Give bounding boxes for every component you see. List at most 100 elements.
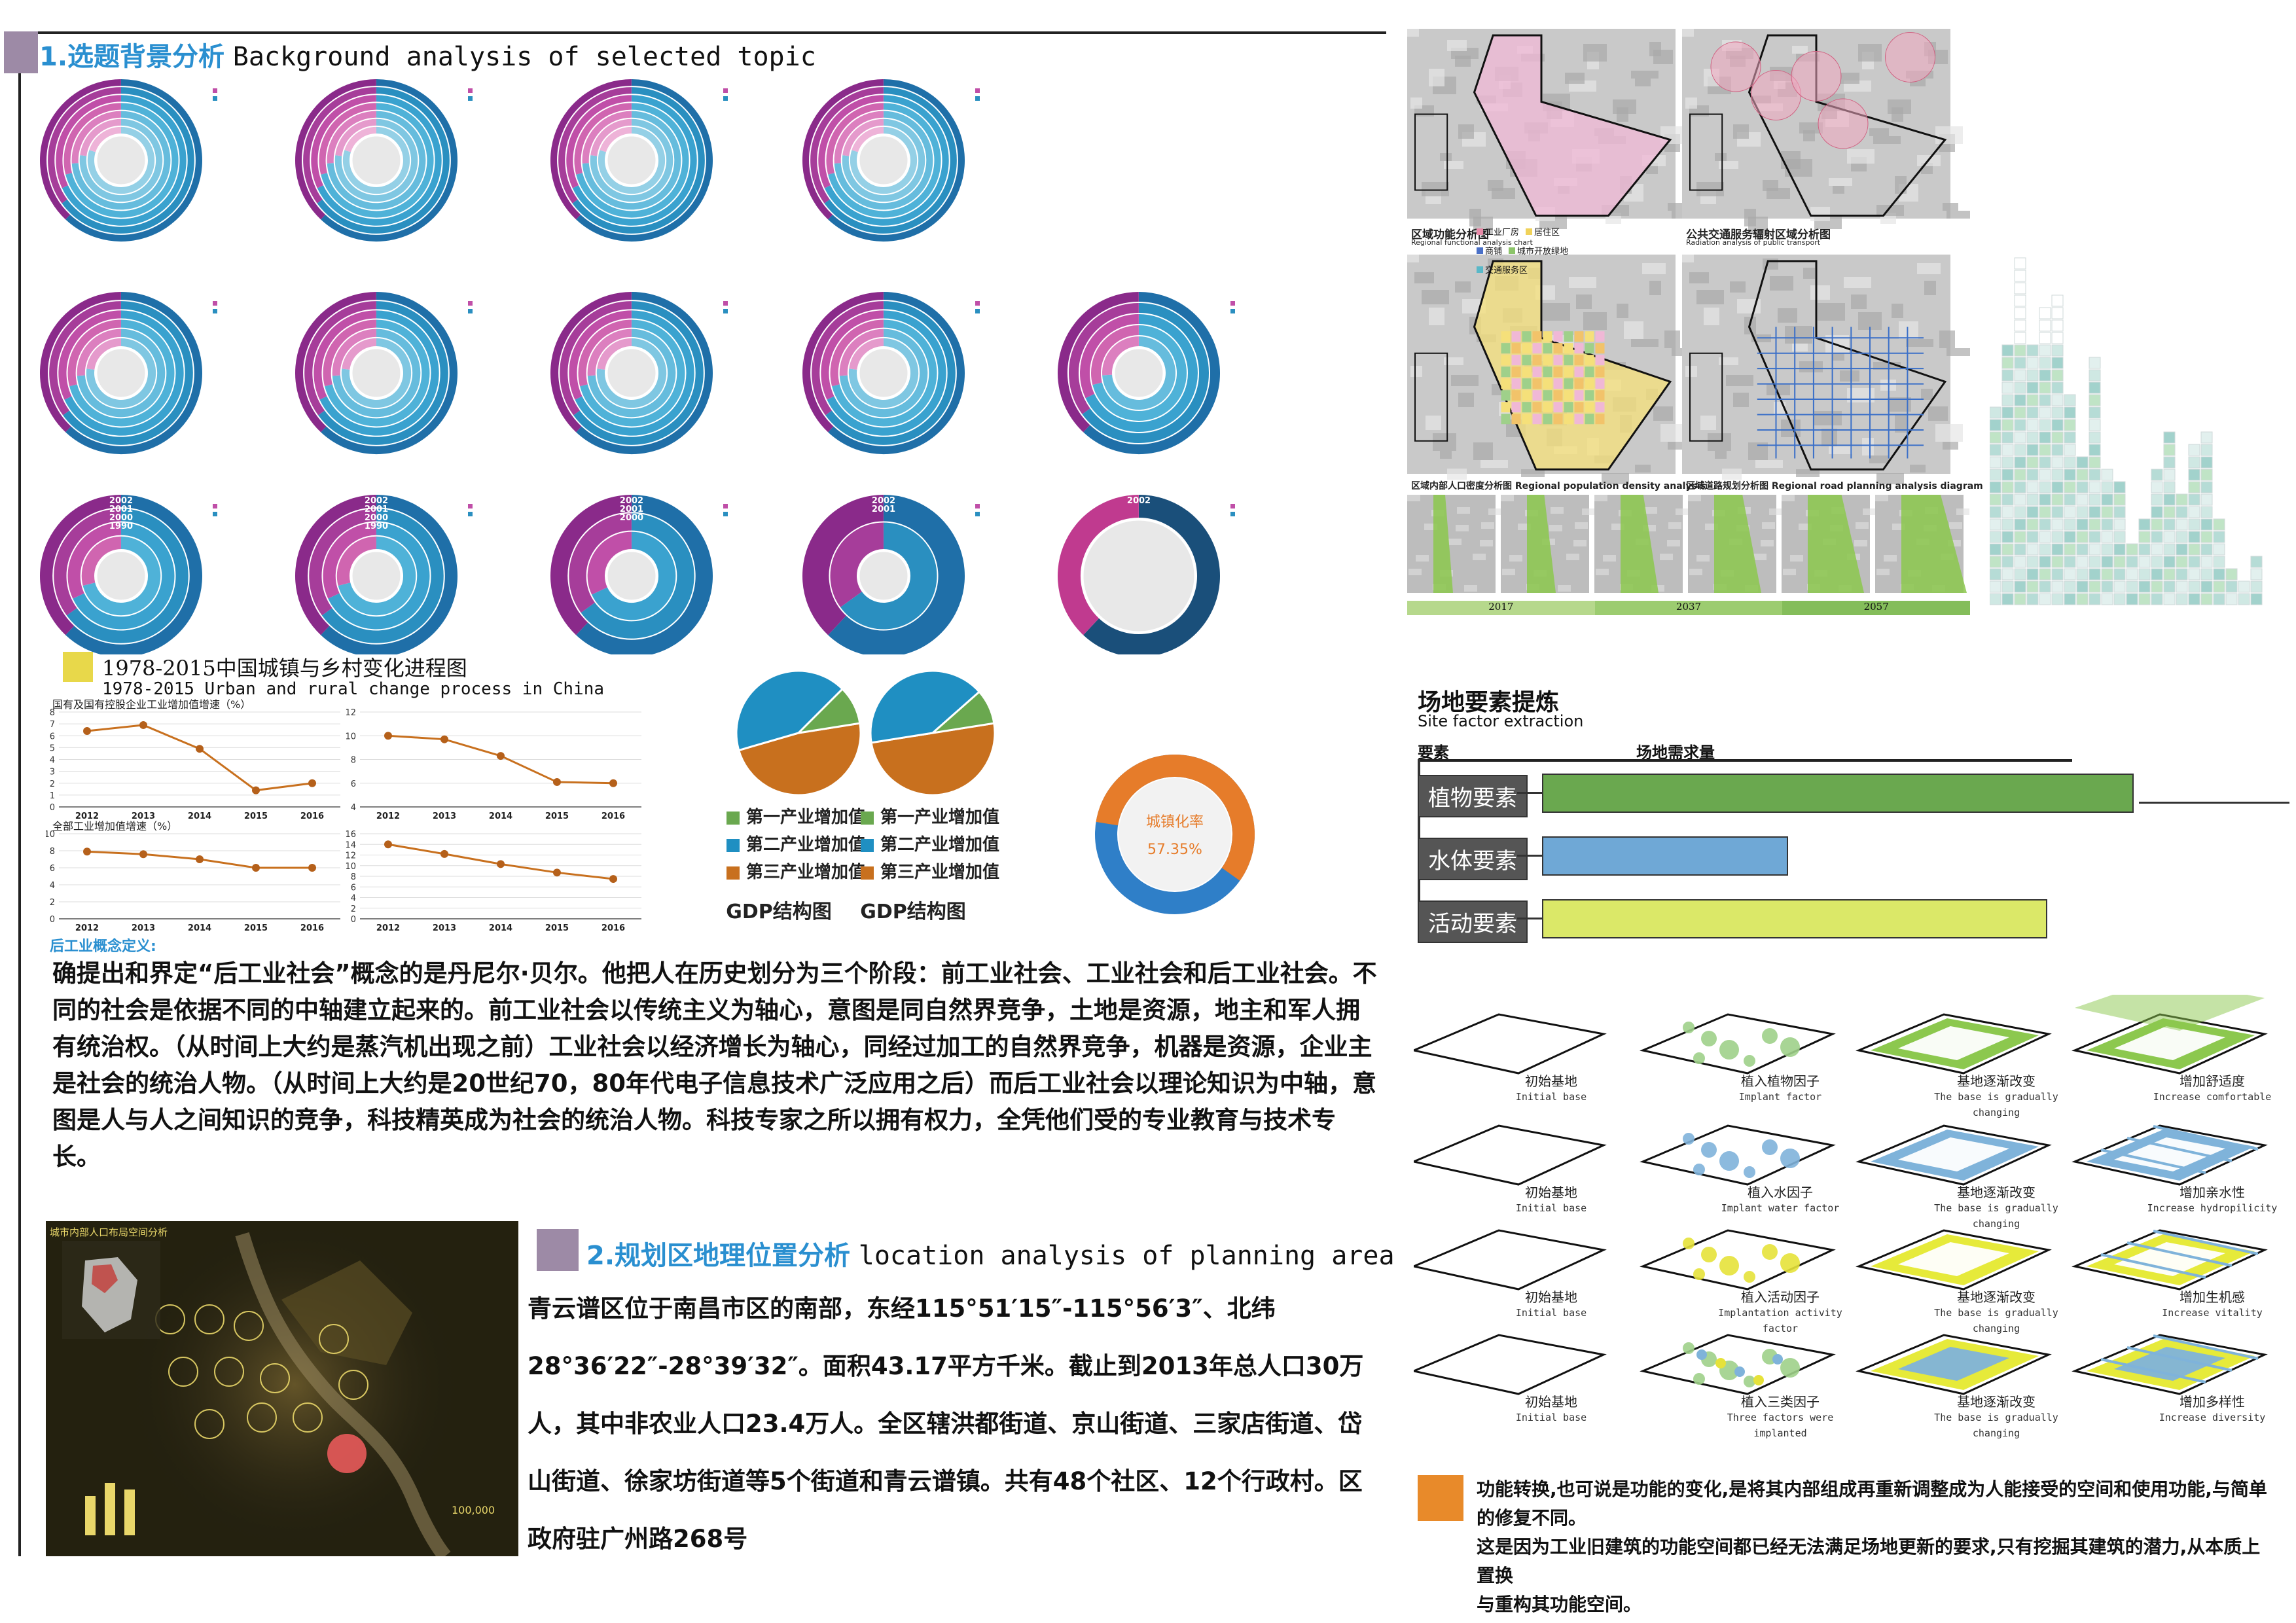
mosaic-cell	[2051, 332, 2064, 344]
aerial-block	[1543, 303, 1570, 321]
plane-caption-cn: 初始基地	[1525, 1073, 1577, 1089]
mosaic-cell	[2188, 444, 2200, 456]
density-cell	[1585, 366, 1594, 378]
ring-rural-segment	[332, 329, 377, 376]
mosaic-cell	[2089, 593, 2101, 605]
mosaic-cell	[2076, 506, 2089, 518]
aerial-block	[1668, 442, 1683, 450]
mosaic-cell	[2014, 382, 2026, 394]
factor-dot	[1744, 1271, 1755, 1283]
aerial-block	[1642, 263, 1666, 274]
plane-caption-en: The base is gradually changing	[1934, 1202, 2058, 1230]
aerial-caption-1-en: Regional functional analysis chart	[1411, 238, 1533, 247]
mosaic-cell	[2089, 506, 2101, 518]
ring-urban-segment	[576, 103, 689, 218]
ring-legend-swatch	[975, 96, 980, 101]
ring-rural-segment	[80, 118, 122, 156]
timeline-block	[1668, 522, 1681, 529]
mosaic-cell	[2014, 543, 2026, 556]
mosaic-cell	[2014, 257, 2026, 270]
mosaic-cell	[2026, 369, 2039, 382]
aerial-block	[1943, 442, 1958, 450]
aerial-block	[1892, 304, 1903, 318]
mosaic-cell	[2001, 556, 2014, 568]
mosaic-cell	[2051, 444, 2064, 456]
mosaic-cell	[1990, 444, 2001, 456]
plane-grid-line	[2126, 1137, 2233, 1162]
aerial-block	[1921, 389, 1933, 400]
ring-legend-swatch	[1230, 301, 1235, 306]
ring-urban-segment	[65, 291, 202, 454]
mosaic-cell	[2213, 531, 2225, 543]
density-cell	[1553, 343, 1563, 354]
mosaic-cell	[2101, 568, 2113, 580]
aerial-block	[1447, 40, 1467, 51]
ring-rural-segment	[1058, 292, 1139, 433]
factor-dot	[1693, 1268, 1705, 1280]
timeline-block	[1501, 495, 1514, 501]
aerial-block	[1704, 308, 1719, 325]
timeline-block	[1782, 495, 1795, 501]
density-cell	[1522, 355, 1532, 366]
factor-dot	[1683, 1022, 1695, 1033]
mosaic-cell	[2014, 294, 2026, 307]
timeline-block	[1551, 507, 1564, 514]
mosaic-cell	[2001, 580, 2014, 593]
plane-caption-cn: 基地逐渐改变	[1957, 1394, 2036, 1410]
density-cell	[1522, 402, 1532, 413]
plane-caption-cn: 基地逐渐改变	[1957, 1073, 2036, 1089]
mosaic-cell	[2101, 543, 2113, 556]
legend-shops: 商铺	[1485, 247, 1503, 257]
mosaic-cell	[2200, 543, 2213, 556]
mosaic-cell	[2039, 531, 2051, 543]
mosaic-cell	[2014, 493, 2026, 506]
mosaic-cell	[2176, 493, 2188, 506]
population-map: 城市内部人口布局空间分析 100,000	[46, 1221, 518, 1556]
mosaic-cell	[2051, 593, 2064, 605]
data-point	[497, 752, 505, 760]
timeline-block	[1596, 569, 1609, 575]
y-tick-label: 16	[345, 830, 356, 840]
plane-base	[1414, 1229, 1607, 1291]
data-point	[308, 864, 316, 872]
mosaic-cell	[1990, 556, 2001, 568]
ring-urban-segment	[824, 87, 957, 234]
ring-year-label: 1990	[109, 522, 133, 531]
aerial-block	[1895, 415, 1907, 433]
mosaic-cell	[2001, 543, 2014, 556]
factor-extension-line	[2139, 802, 2289, 804]
aerial-block	[1685, 366, 1697, 377]
transport-radius	[1818, 98, 1869, 149]
aerial-block	[1414, 272, 1434, 283]
x-tick-label: 2016	[300, 923, 324, 933]
ring-year-label: 2002	[365, 496, 388, 506]
ring-rural-segment	[323, 319, 377, 387]
mosaic-cell	[2001, 481, 2014, 493]
ring-center	[857, 347, 910, 399]
ring-urban-segment	[342, 126, 410, 194]
data-point	[553, 868, 561, 877]
aerial-block	[1653, 406, 1673, 421]
aerial-map	[1407, 29, 1695, 234]
timeline-block	[1594, 495, 1607, 501]
ring-urban-segment	[828, 103, 941, 218]
ring-chart	[295, 291, 473, 454]
mosaic-cell	[2064, 568, 2076, 580]
aerial-block	[1810, 207, 1830, 221]
ring-chart: 2002	[1058, 495, 1235, 654]
ring-rural-segment	[590, 118, 632, 156]
ring-urban-segment	[65, 79, 202, 241]
mosaic-cell	[2163, 506, 2176, 518]
plane-caption-en: The base is gradually changing	[1934, 1412, 2058, 1439]
mosaic-cell	[2064, 543, 2076, 556]
aerial-block	[1469, 209, 1481, 226]
ring-year-label: 2000	[109, 513, 133, 523]
aerial-block	[1440, 451, 1452, 459]
ring-center	[350, 134, 403, 187]
ring-urban-segment	[341, 338, 412, 408]
ring-urban-segment	[832, 319, 937, 427]
ring-rural-segment	[1080, 314, 1139, 399]
ring-urban-segment	[321, 291, 457, 454]
